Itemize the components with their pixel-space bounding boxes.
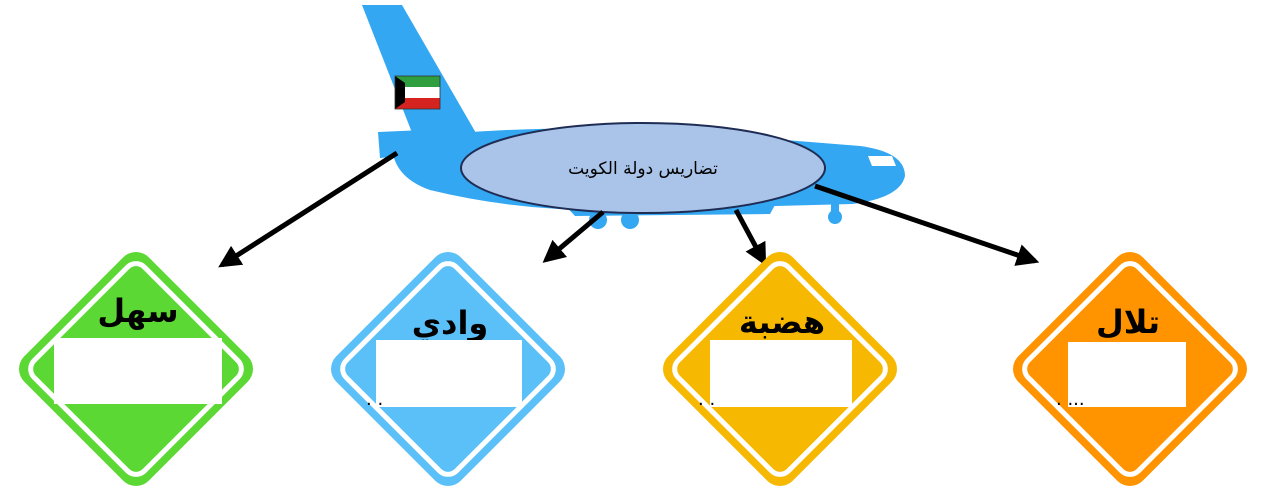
- arrows: [218, 150, 1040, 268]
- answer-box-hills: [1068, 342, 1186, 407]
- sign-dots-plateau: . .: [698, 389, 715, 410]
- sign-title-valley: وادي: [412, 304, 489, 342]
- center-topic-label: تضاريس دولة الكويت: [568, 159, 718, 179]
- arrow-to-sign-2: [542, 210, 605, 263]
- arrow-to-sign-1: [218, 150, 399, 268]
- sign-title-plateau: هضبة: [739, 303, 825, 341]
- terrain-sign-plain: سهل: [19, 252, 253, 486]
- sign-title-hills: تلال: [1096, 303, 1160, 341]
- terrain-sign-plateau: هضبة . .: [663, 252, 897, 486]
- center-topic: تضاريس دولة الكويت: [460, 122, 826, 214]
- answer-box-plain: [54, 338, 222, 404]
- terrain-sign-hills: تلال . ...: [1013, 252, 1247, 486]
- terrain-sign-valley: وادي . .: [331, 252, 565, 486]
- sign-title-plain: سهل: [97, 292, 178, 330]
- kuwait-flag-icon: [394, 75, 441, 110]
- sign-dots-hills: . ...: [1056, 389, 1085, 410]
- answer-box-valley: [376, 340, 522, 407]
- arrow-to-sign-3: [733, 208, 767, 266]
- arrow-to-sign-4: [814, 183, 1040, 266]
- sign-dots-valley: . .: [366, 389, 383, 410]
- answer-box-plateau: [710, 340, 852, 407]
